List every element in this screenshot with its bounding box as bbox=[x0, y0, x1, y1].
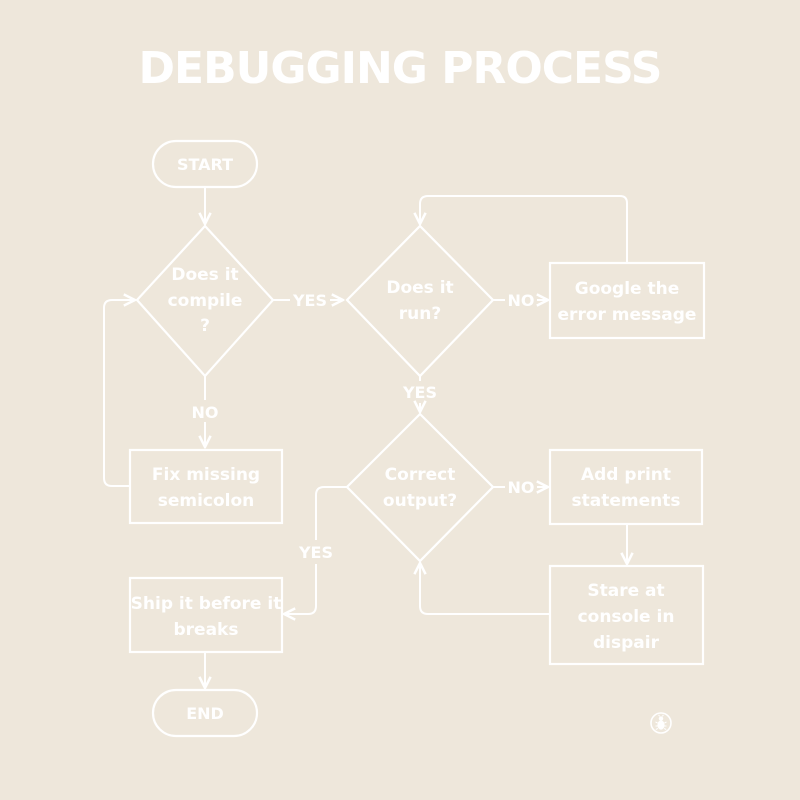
connectors bbox=[103, 187, 628, 688]
stare-label-line1: Stare at bbox=[587, 581, 664, 601]
run-decision bbox=[345, 224, 495, 378]
print-process bbox=[548, 448, 704, 526]
fix-process bbox=[128, 448, 284, 525]
node-stare: Stare at console in dispair bbox=[548, 564, 705, 666]
node-print: Add print statements bbox=[548, 448, 704, 526]
run-label-line1: Does it bbox=[386, 278, 453, 298]
node-end: END bbox=[151, 688, 259, 738]
label-compile-no: NO bbox=[192, 403, 219, 422]
end-terminal bbox=[151, 688, 259, 738]
output-label-line1: Correct bbox=[385, 465, 456, 485]
stare-label-line2: console in bbox=[578, 607, 675, 627]
google-process bbox=[548, 261, 706, 340]
node-google: Google the error message bbox=[548, 261, 706, 340]
start-terminal bbox=[151, 139, 259, 189]
edge-google-run bbox=[420, 195, 628, 263]
node-ship: Ship it before it breaks bbox=[128, 576, 284, 654]
run-label-line2: run? bbox=[399, 304, 441, 324]
edge-fix-compile bbox=[103, 300, 135, 487]
print-label-line1: Add print bbox=[581, 465, 671, 485]
bug-icon bbox=[650, 712, 672, 734]
output-decision bbox=[345, 412, 495, 563]
ship-process bbox=[128, 576, 284, 654]
google-label-line1: Google the bbox=[575, 279, 680, 299]
print-label-line2: statements bbox=[572, 491, 681, 511]
stare-label-line3: dispair bbox=[593, 633, 660, 653]
edge-output-yes-a bbox=[315, 486, 347, 540]
edge-stare-output bbox=[420, 563, 550, 615]
node-compile: Does it compile ? bbox=[135, 224, 275, 378]
compile-label-line3: ? bbox=[200, 316, 210, 336]
node-fix: Fix missing semicolon bbox=[128, 448, 284, 525]
label-run-no: NO bbox=[508, 291, 535, 310]
node-output: Correct output? bbox=[345, 412, 495, 563]
compile-decision bbox=[135, 224, 275, 378]
stare-process bbox=[548, 564, 705, 666]
page-title: DEBUGGING PROCESS bbox=[139, 43, 662, 94]
edge-output-yes-b bbox=[284, 564, 317, 614]
compile-label-line1: Does it bbox=[171, 265, 238, 285]
output-label-line2: output? bbox=[383, 491, 457, 511]
fix-label-line1: Fix missing bbox=[152, 465, 260, 485]
label-compile-yes: YES bbox=[292, 291, 327, 310]
start-label: START bbox=[177, 155, 233, 174]
end-label: END bbox=[186, 704, 224, 723]
label-output-no: NO bbox=[508, 478, 535, 497]
google-label-line2: error message bbox=[558, 305, 697, 325]
ship-label-line2: breaks bbox=[174, 620, 239, 640]
ship-label-line1: Ship it before it bbox=[131, 594, 282, 614]
label-output-yes: YES bbox=[298, 543, 333, 562]
node-start: START bbox=[151, 139, 259, 189]
compile-label-line2: compile bbox=[168, 291, 243, 311]
label-run-yes: YES bbox=[402, 383, 437, 402]
fix-label-line2: semicolon bbox=[158, 491, 255, 511]
node-run: Does it run? bbox=[345, 224, 495, 378]
